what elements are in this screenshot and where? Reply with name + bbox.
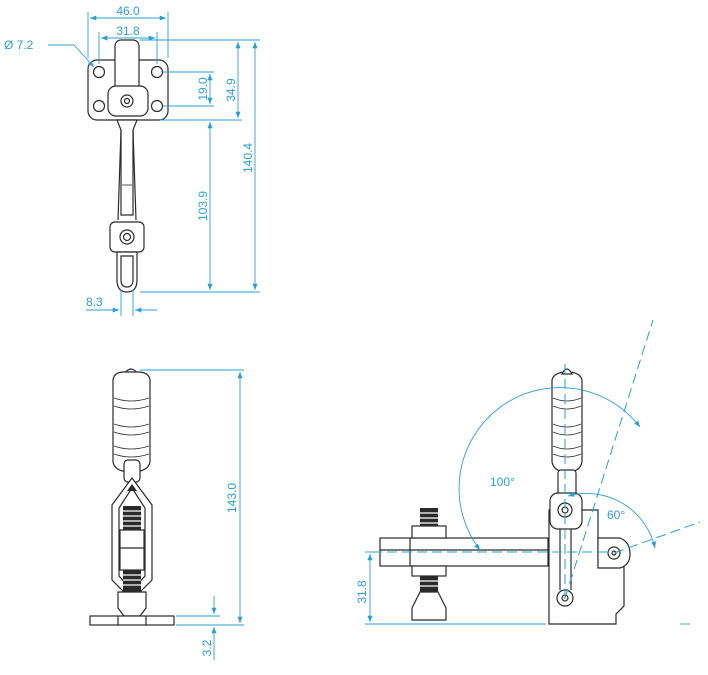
dim-hole-spacing-y: 19.0 [196, 77, 210, 101]
top-view: 46.0 31.8 Ø 7.2 19.0 34.9 103.9 140.4 8.… [4, 4, 260, 316]
side-view: 100° 60° 31.8 [355, 319, 701, 625]
top-view-handle [109, 119, 145, 293]
dim-hole-spacing-x: 31.8 [116, 24, 140, 38]
front-view-grip [112, 368, 151, 483]
front-view-linkage [111, 476, 153, 617]
front-view-dimensions [140, 369, 244, 660]
side-view-spindle [411, 508, 447, 621]
dim-spindle-height: 31.8 [355, 580, 369, 604]
dim-offset: 8.3 [86, 295, 103, 309]
side-view-dimensions [365, 387, 690, 625]
top-view-arm [107, 39, 149, 117]
dim-total-height: 143.0 [225, 483, 239, 513]
dim-hole-diameter: Ø 7.2 [4, 38, 34, 52]
front-view-base [89, 615, 175, 626]
front-view: 143.0 3.2 [89, 368, 244, 660]
dim-base-height: 34.9 [224, 78, 238, 102]
dim-open-angle: 100° [490, 475, 515, 489]
dim-overall-width: 46.0 [116, 4, 140, 18]
dim-secondary-angle: 60° [607, 508, 625, 522]
dim-total-length: 140.4 [241, 143, 255, 173]
dim-handle-length: 103.9 [196, 191, 210, 221]
dim-base-thickness: 3.2 [200, 639, 214, 656]
top-view-dimensions [48, 12, 260, 316]
